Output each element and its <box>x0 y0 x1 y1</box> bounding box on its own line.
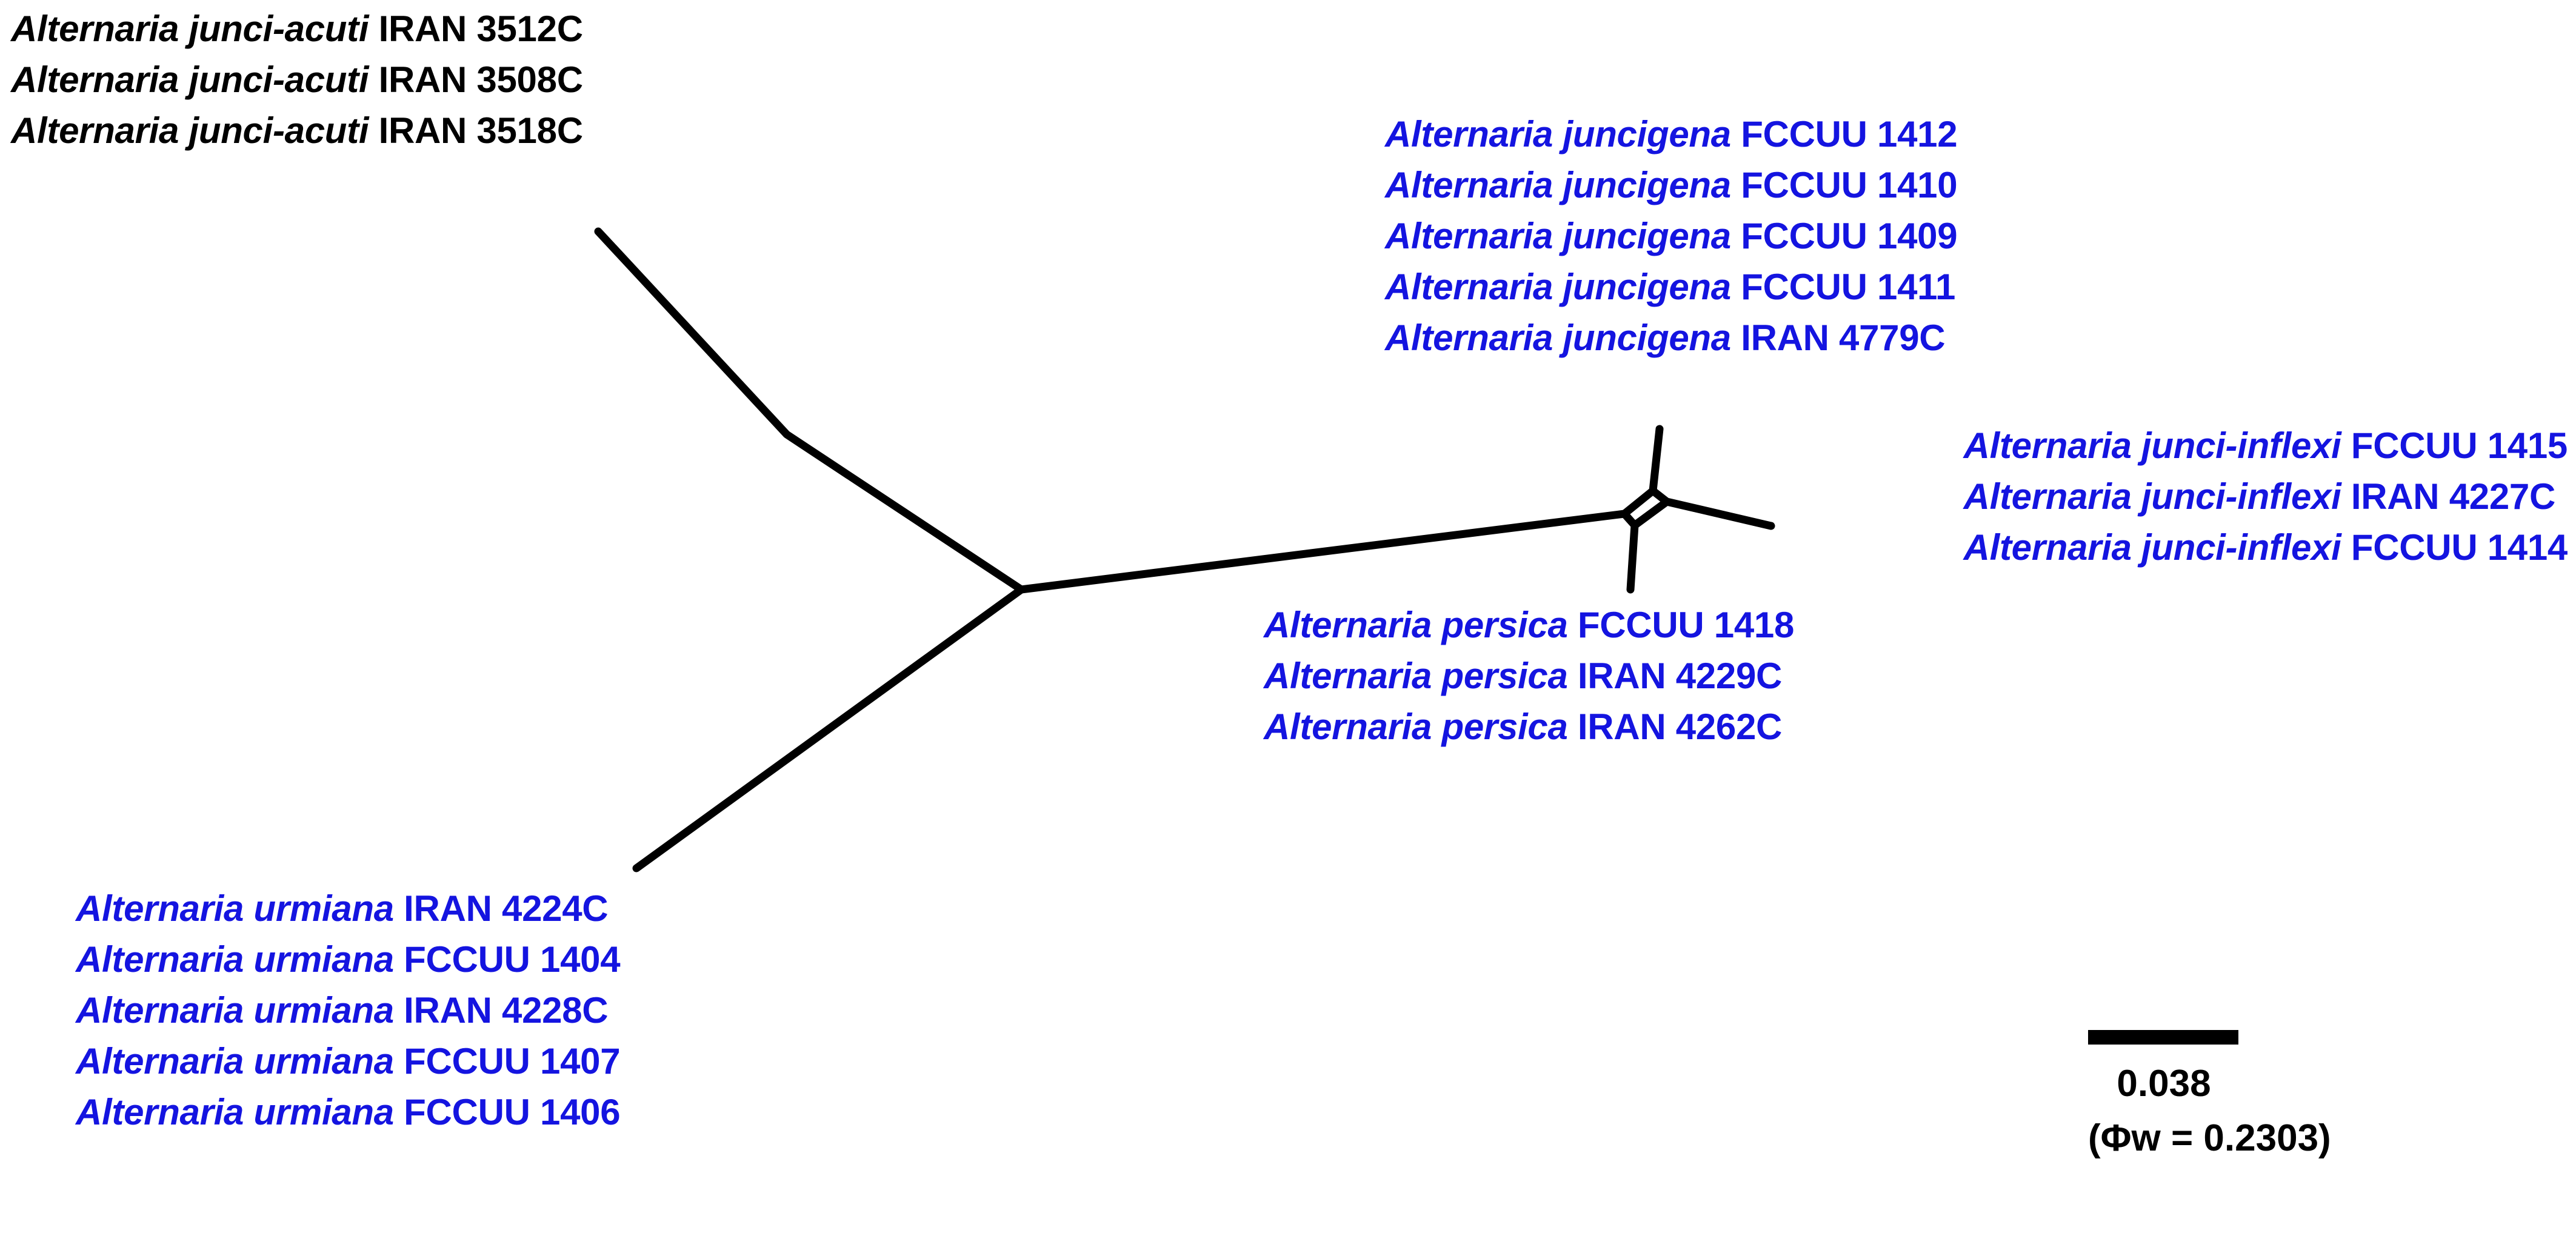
taxon-label: Alternaria urmiana FCCUU 1406 <box>76 1087 621 1138</box>
species-name: Alternaria juncigena <box>1385 114 1731 154</box>
strain-code: FCCUU 1407 <box>404 1041 621 1082</box>
species-name: Alternaria junci-acuti <box>11 59 369 100</box>
edge-juncigena <box>1649 425 1664 495</box>
species-name: Alternaria juncigena <box>1385 216 1731 256</box>
strain-code: FCCUU 1411 <box>1741 267 1956 307</box>
strain-code: IRAN 3518C <box>378 110 583 151</box>
strain-code: IRAN 4229C <box>1577 656 1783 696</box>
taxon-label: Alternaria junci-acuti IRAN 3518C <box>11 105 583 156</box>
scale-bar-distance-label: 0.038 <box>2117 1063 2211 1105</box>
taxon-block-urmiana: Alternaria urmiana IRAN 4224C Alternaria… <box>76 883 621 1138</box>
species-name: Alternaria persica <box>1264 605 1568 645</box>
taxon-label: Alternaria juncigena FCCUU 1412 <box>1385 109 1958 160</box>
taxon-label: Alternaria juncigena IRAN 4779C <box>1385 313 1957 364</box>
strain-code: IRAN 4224C <box>404 888 609 929</box>
taxon-label: Alternaria junci-inflexi FCCUU 1414 <box>1964 522 2568 573</box>
taxon-label: Alternaria junci-acuti IRAN 3508C <box>11 55 583 105</box>
taxon-block-persica: Alternaria persica FCCUU 1418 Alternaria… <box>1264 600 1794 753</box>
taxon-label: Alternaria urmiana IRAN 4228C <box>76 985 620 1036</box>
species-name: Alternaria junci-inflexi <box>1963 425 2341 466</box>
species-name: Alternaria urmiana <box>76 990 394 1031</box>
edge-persica <box>1626 521 1639 594</box>
strain-code: IRAN 4227C <box>2351 476 2556 517</box>
taxon-label: Alternaria urmiana IRAN 4224C <box>76 883 620 934</box>
species-name: Alternaria juncigena <box>1385 317 1731 358</box>
taxon-label: Alternaria persica FCCUU 1418 <box>1264 600 1794 651</box>
taxon-block-juncigena: Alternaria juncigena FCCUU 1412 Alternar… <box>1385 109 1958 364</box>
reticulation-box <box>1620 487 1671 530</box>
species-name: Alternaria junci-acuti <box>11 110 369 151</box>
taxon-label: Alternaria junci-inflexi IRAN 4227C <box>1964 471 2568 522</box>
species-name: Alternaria urmiana <box>76 1041 394 1082</box>
strain-code: FCCUU 1415 <box>2351 425 2568 466</box>
taxon-label: Alternaria persica IRAN 4262C <box>1264 702 1794 753</box>
taxon-label: Alternaria urmiana FCCUU 1404 <box>76 934 621 985</box>
strain-code: IRAN 4779C <box>1741 317 1946 358</box>
species-name: Alternaria persica <box>1264 706 1568 747</box>
scale-bar-rule <box>2088 1030 2238 1045</box>
edge-urmiana <box>632 585 1026 872</box>
scale-bar-fit-label: (Φw = 0.2303) <box>2088 1117 2331 1159</box>
scale-bar: 0.038 (Φw = 0.2303) <box>2088 1030 2331 1165</box>
strain-code: FCCUU 1410 <box>1741 165 1958 205</box>
edge-internal-backbone <box>1017 510 1629 594</box>
taxon-label: Alternaria junci-inflexi FCCUU 1415 <box>1964 420 2568 471</box>
species-name: Alternaria urmiana <box>76 1092 394 1132</box>
taxon-label: Alternaria juncigena FCCUU 1411 <box>1385 262 1957 313</box>
strain-code: IRAN 3512C <box>378 8 583 49</box>
species-name: Alternaria urmiana <box>76 939 394 980</box>
edge-junci-inflexi <box>1663 497 1775 530</box>
species-name: Alternaria urmiana <box>76 888 394 929</box>
taxon-label: Alternaria persica IRAN 4229C <box>1264 651 1794 702</box>
strain-code: FCCUU 1406 <box>404 1092 621 1132</box>
taxon-block-junci-acuti: Alternaria junci-acuti IRAN 3512C Altern… <box>11 4 583 156</box>
strain-code: FCCUU 1404 <box>404 939 621 980</box>
strain-code: IRAN 3508C <box>378 59 583 100</box>
taxon-label: Alternaria urmiana FCCUU 1407 <box>76 1036 621 1087</box>
strain-code: IRAN 4262C <box>1577 706 1783 747</box>
species-name: Alternaria junci-acuti <box>11 8 369 49</box>
strain-code: IRAN 4228C <box>404 990 609 1031</box>
edge-junci-acuti <box>594 227 1026 594</box>
strain-code: FCCUU 1414 <box>2351 527 2568 568</box>
species-name: Alternaria juncigena <box>1385 267 1731 307</box>
strain-code: FCCUU 1418 <box>1577 605 1795 645</box>
species-name: Alternaria persica <box>1264 656 1568 696</box>
species-name: Alternaria junci-inflexi <box>1963 476 2341 517</box>
species-name: Alternaria juncigena <box>1385 165 1731 205</box>
taxon-block-junci-inflexi: Alternaria junci-inflexi FCCUU 1415 Alte… <box>1964 420 2568 573</box>
taxon-label: Alternaria junci-acuti IRAN 3512C <box>11 4 583 55</box>
strain-code: FCCUU 1409 <box>1741 216 1958 256</box>
strain-code: FCCUU 1412 <box>1741 114 1958 154</box>
species-name: Alternaria junci-inflexi <box>1963 527 2341 568</box>
taxon-label: Alternaria juncigena FCCUU 1410 <box>1385 160 1958 211</box>
taxon-label: Alternaria juncigena FCCUU 1409 <box>1385 211 1958 262</box>
